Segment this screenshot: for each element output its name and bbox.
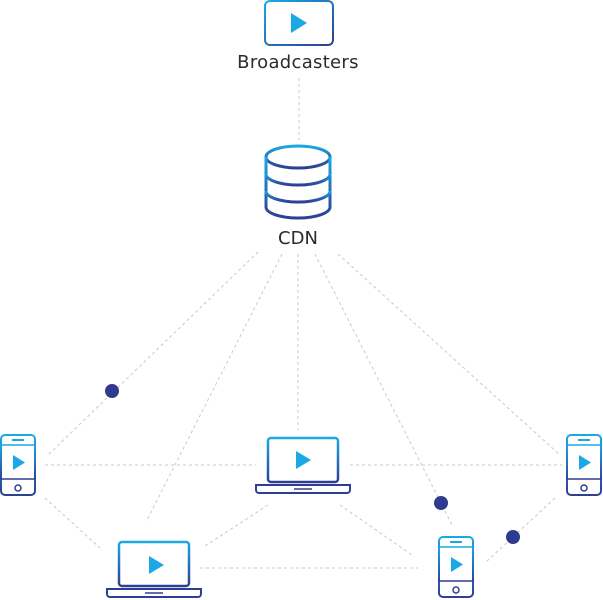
cdn-label: CDN xyxy=(278,228,318,249)
connectors xyxy=(44,78,562,569)
connector-laptop-center-laptop-bottom-left xyxy=(204,504,269,547)
broadcasters-label: Broadcasters xyxy=(237,52,359,73)
packet-dot xyxy=(434,496,448,510)
connector-cdn-laptop-bottom-left xyxy=(145,253,283,523)
connector-cdn-phone-right xyxy=(337,253,561,456)
connector-phone-right-phone-bottom-right xyxy=(485,497,556,563)
smartphone-play-icon xyxy=(438,536,474,598)
connector-cdn-phone-bottom-right xyxy=(314,253,453,526)
video-player-icon xyxy=(264,0,334,46)
smartphone-play-icon xyxy=(566,434,602,496)
packet-dot xyxy=(506,530,520,544)
connector-phone-left-laptop-bottom-left xyxy=(44,497,101,549)
connector-cdn-phone-left xyxy=(47,251,259,456)
database-icon xyxy=(264,144,332,220)
data-packets xyxy=(105,384,520,544)
laptop-play-icon xyxy=(106,540,202,598)
laptop-play-icon xyxy=(255,436,351,494)
packet-dot xyxy=(105,384,119,398)
connector-laptop-center-phone-bottom-right xyxy=(339,504,413,556)
smartphone-play-icon xyxy=(0,434,36,496)
